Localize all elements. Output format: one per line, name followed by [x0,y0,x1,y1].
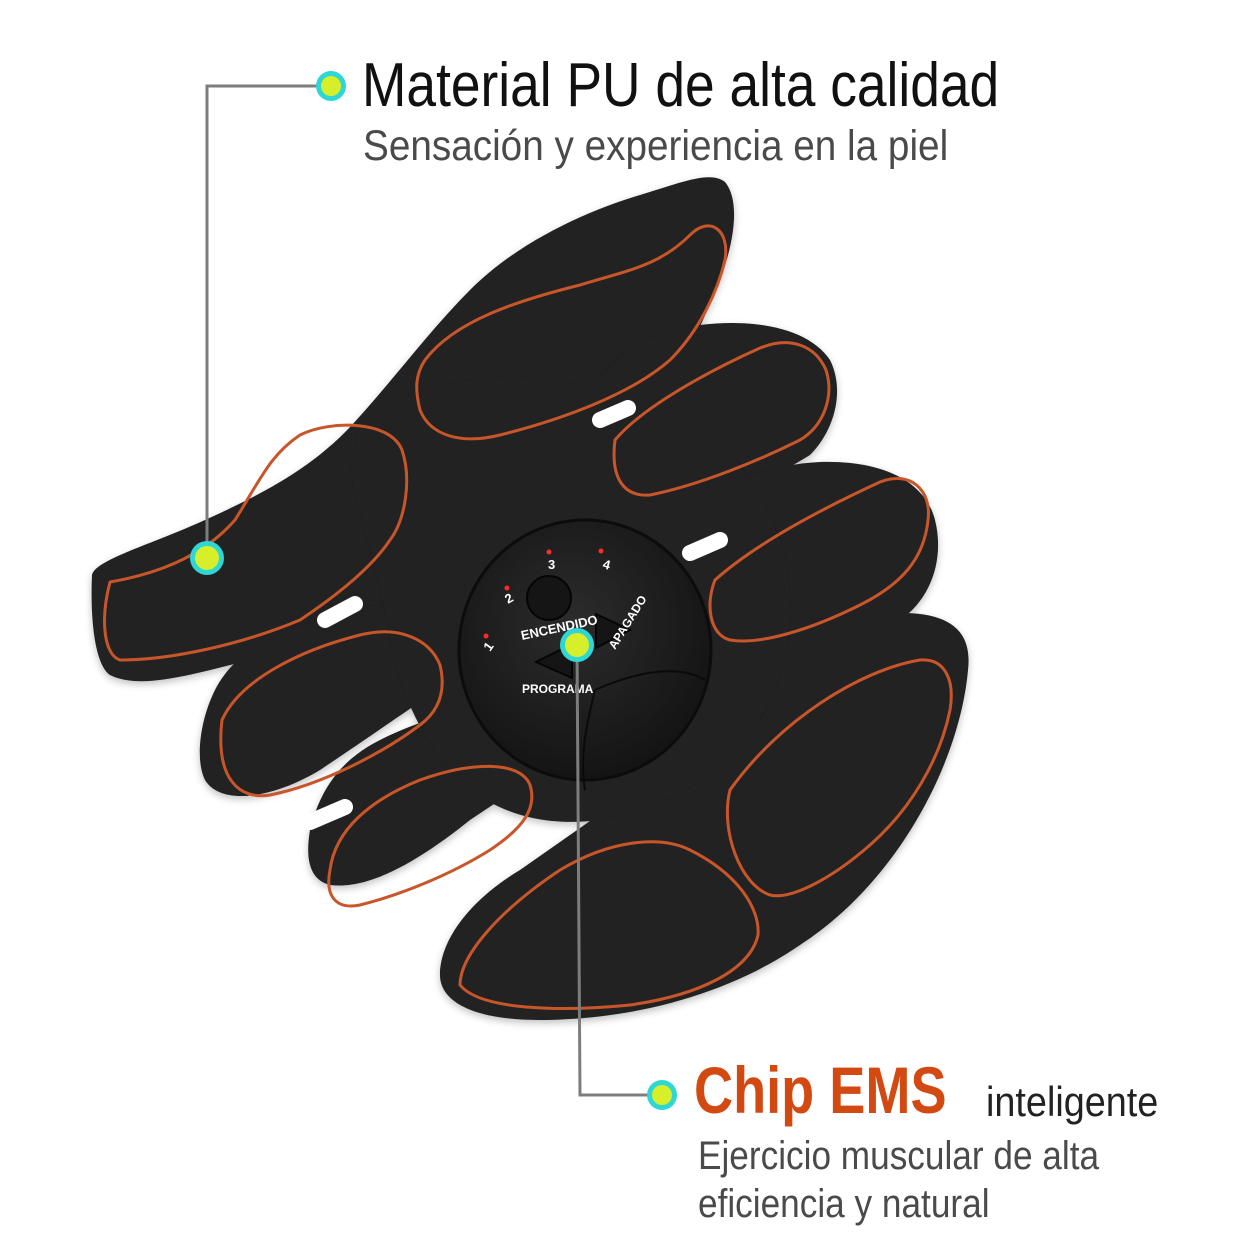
power-button-icon [526,575,572,621]
callout-lines [205,84,662,1097]
chip-description-line1: Ejercicio muscular de alta [698,1134,1100,1178]
bottom-callout-line [575,644,662,1097]
top-callout-line [205,84,331,558]
power-button[interactable] [526,575,572,621]
level-3-label: 3 [548,557,555,572]
chip-suffix: inteligente [986,1078,1159,1125]
led-indicator-icon [483,633,489,639]
led-indicator-icon [546,549,552,555]
pad-slits [302,400,728,830]
feature-title: Material PU de alta calidad [362,51,1000,120]
marker-top [316,71,346,101]
chip-description-line2: eficiencia y natural [698,1182,990,1226]
arrow-right-icon [595,612,633,650]
led-indicator-icon [504,585,510,591]
apagado-button[interactable] [595,612,633,650]
chip-highlight: Chip EMS [694,1053,947,1127]
marker-hub [560,628,594,662]
program-label: PROGRAMA [522,682,594,696]
led-indicators [483,548,604,639]
led-indicator-icon [598,548,604,554]
electrode-outlines [103,224,953,1010]
level-4-label: 4 [601,556,613,573]
marker-pad-left [190,541,224,575]
feature-subtitle: Sensación y experiencia en la piel [363,122,949,170]
marker-bottom [647,1080,677,1110]
